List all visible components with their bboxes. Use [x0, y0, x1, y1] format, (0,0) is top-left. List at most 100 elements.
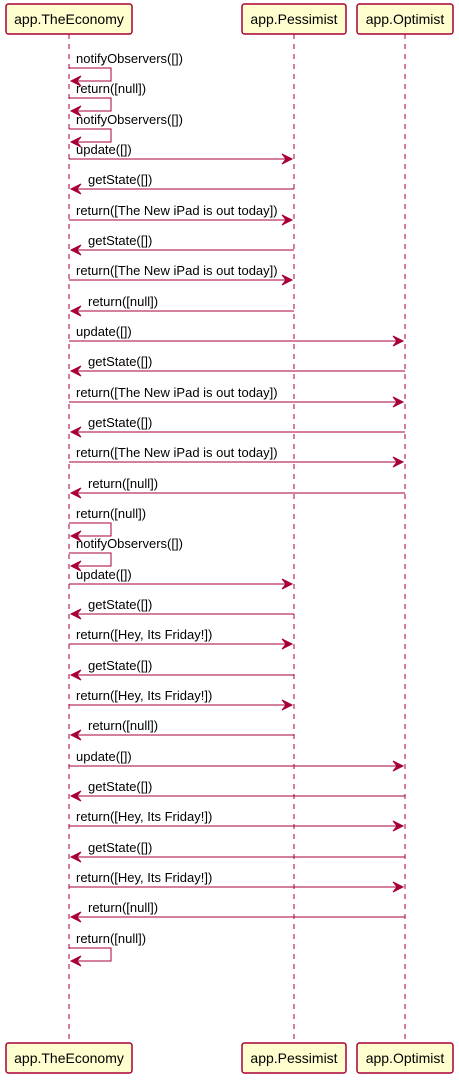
arrowhead — [281, 274, 294, 286]
arrowhead — [392, 820, 405, 832]
message-label: return([null]) — [76, 81, 146, 96]
message-label: update([]) — [76, 142, 132, 157]
message-label: notifyObservers([]) — [76, 536, 183, 551]
arrowhead — [69, 365, 82, 377]
message-label: getState([]) — [88, 415, 152, 430]
message-15: return([null]) — [69, 476, 405, 499]
message-label: getState([]) — [88, 779, 152, 794]
message-28: return([Hey, Its Friday!]) — [69, 870, 405, 893]
message-7: getState([]) — [69, 233, 294, 256]
message-label: update([]) — [76, 567, 132, 582]
participant-box — [241, 3, 347, 35]
arrowhead — [69, 487, 82, 499]
message-14: return([The New iPad is out today]) — [69, 445, 405, 468]
arrowhead — [69, 608, 82, 620]
message-22: return([Hey, Its Friday!]) — [69, 688, 294, 711]
message-label: return([null]) — [88, 718, 158, 733]
arrowhead — [69, 530, 82, 542]
message-3: notifyObservers([]) — [69, 112, 183, 148]
arrowhead — [281, 578, 294, 590]
arrowhead — [281, 214, 294, 226]
messages: notifyObservers([])return([null])notifyO… — [69, 51, 405, 967]
participant-pessimist-bottom: app.Pessimist — [241, 1042, 347, 1074]
message-label: getState([]) — [88, 233, 152, 248]
message-label: return([The New iPad is out today]) — [76, 263, 278, 278]
participant-label: app.Optimist — [366, 11, 445, 27]
arrowhead — [69, 851, 82, 863]
participant-optimist-top: app.Optimist — [356, 3, 454, 35]
message-12: return([The New iPad is out today]) — [69, 385, 405, 408]
participant-label: app.TheEconomy — [14, 11, 124, 27]
message-line — [69, 947, 112, 962]
message-label: return([null]) — [76, 931, 146, 946]
arrowhead — [69, 244, 82, 256]
participant-box — [356, 3, 454, 35]
message-20: return([Hey, Its Friday!]) — [69, 627, 294, 650]
arrowhead — [69, 105, 82, 117]
message-25: getState([]) — [69, 779, 405, 802]
message-21: getState([]) — [69, 658, 294, 681]
arrowhead — [69, 729, 82, 741]
lifelines — [68, 34, 406, 1043]
arrowhead — [69, 790, 82, 802]
message-17: notifyObservers([]) — [69, 536, 183, 572]
arrowhead — [69, 669, 82, 681]
arrowhead — [69, 305, 82, 317]
arrowhead — [392, 456, 405, 468]
participant-box — [5, 3, 133, 35]
message-label: return([null]) — [88, 900, 158, 915]
message-line — [69, 67, 112, 82]
message-26: return([Hey, Its Friday!]) — [69, 809, 405, 832]
message-line — [69, 97, 112, 112]
message-6: return([The New iPad is out today]) — [69, 203, 294, 226]
message-label: getState([]) — [88, 597, 152, 612]
message-label: getState([]) — [88, 658, 152, 673]
message-label: return([The New iPad is out today]) — [76, 203, 278, 218]
message-line — [69, 552, 112, 567]
message-label: getState([]) — [88, 172, 152, 187]
participant-economy-top: app.TheEconomy — [5, 3, 133, 35]
arrowhead — [69, 426, 82, 438]
participant-label: app.Pessimist — [250, 1050, 337, 1066]
message-label: notifyObservers([]) — [76, 112, 183, 127]
message-9: return([null]) — [69, 294, 294, 317]
arrowhead — [281, 699, 294, 711]
message-30: return([null]) — [69, 931, 146, 967]
participant-box — [356, 1042, 454, 1074]
arrowhead — [69, 183, 82, 195]
message-label: getState([]) — [88, 354, 152, 369]
participant-economy-bottom: app.TheEconomy — [5, 1042, 133, 1074]
message-16: return([null]) — [69, 506, 146, 542]
message-10: update([]) — [69, 324, 405, 347]
message-27: getState([]) — [69, 840, 405, 863]
participant-label: app.Pessimist — [250, 11, 337, 27]
arrowhead — [281, 638, 294, 650]
arrowhead — [69, 75, 82, 87]
message-8: return([The New iPad is out today]) — [69, 263, 294, 286]
message-11: getState([]) — [69, 354, 405, 377]
message-1: notifyObservers([]) — [69, 51, 183, 87]
message-label: getState([]) — [88, 840, 152, 855]
message-label: return([null]) — [76, 506, 146, 521]
arrowhead — [69, 136, 82, 148]
arrowhead — [392, 881, 405, 893]
message-label: return([Hey, Its Friday!]) — [76, 627, 212, 642]
message-4: update([]) — [69, 142, 294, 165]
message-19: getState([]) — [69, 597, 294, 620]
message-23: return([null]) — [69, 718, 294, 741]
arrowhead — [69, 955, 82, 967]
arrowhead — [392, 396, 405, 408]
participant-optimist-bottom: app.Optimist — [356, 1042, 454, 1074]
participant-box — [5, 1042, 133, 1074]
message-label: return([null]) — [88, 476, 158, 491]
message-18: update([]) — [69, 567, 294, 590]
participants: app.TheEconomy app.TheEconomy app.Pessimis… — [5, 3, 454, 1074]
message-label: return([Hey, Its Friday!]) — [76, 809, 212, 824]
participant-pessimist-top: app.Pessimist — [241, 3, 347, 35]
participant-box — [241, 1042, 347, 1074]
message-label: return([null]) — [88, 294, 158, 309]
participant-label: app.Optimist — [366, 1050, 445, 1066]
participant-label: app.TheEconomy — [14, 1050, 124, 1066]
arrowhead — [281, 153, 294, 165]
